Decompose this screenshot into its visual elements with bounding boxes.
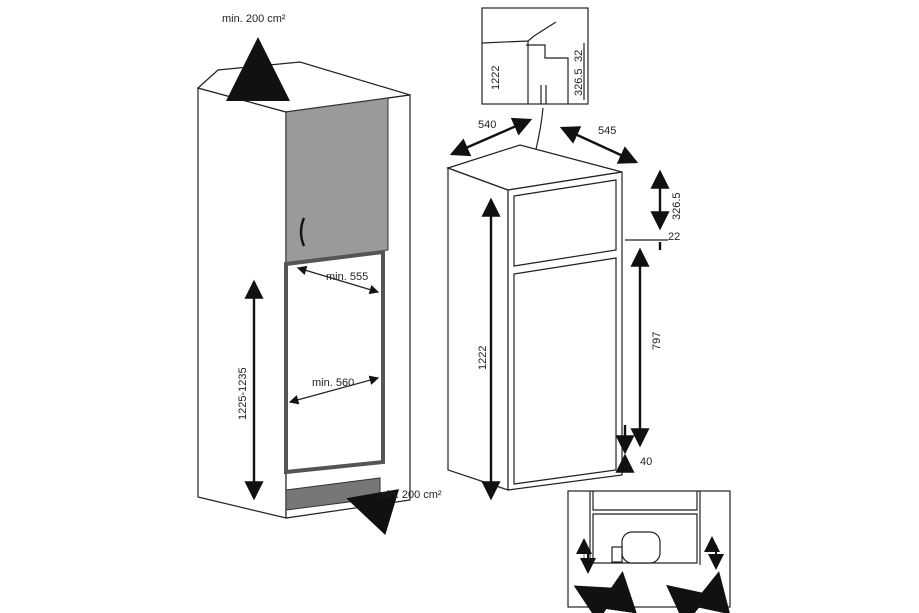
air-in-arrow-icon [346,489,400,536]
ventilation-detail-inset [567,490,731,613]
vent-top-label: min. 200 cm² [222,13,286,25]
dim-bottom-label: 40 [640,456,652,468]
dim-min-560 [288,375,380,405]
dim-width-label: 540 [478,119,496,131]
fridge-side [447,167,509,491]
dim-min-555 [296,265,380,295]
detail-326-label: 326.5 [573,68,585,96]
cabinet-side [197,87,287,519]
refrigerator [446,144,623,491]
dim-gap-middle-label: 22 [668,231,680,243]
dim-depth [559,126,639,164]
airflow-in-icon-right [666,584,710,613]
dim-lower-door-label: 797 [651,332,663,350]
dim-min-560-label: min. 560 [312,377,354,389]
dim-top-gap-label: 326.5 [671,192,683,220]
door-handle [299,217,306,247]
dim-min-555-label: min. 555 [326,271,368,283]
kitchen-cabinet [196,61,411,519]
detail-1222-label: 1222 [490,66,502,90]
cabinet-door [285,97,389,265]
detail-32-label: 32 [573,50,585,62]
dim-width [449,117,533,157]
detail-top-inset: 1222 32 326.5 [481,7,589,105]
airflow-out-icon [597,571,637,613]
appliance-recess [284,249,385,475]
dim-height-label: 1222 [477,346,489,370]
dim-cabinet-height-label: 1225-1235 [237,367,249,420]
freezer-door [513,179,617,267]
compressor-icon [621,531,661,564]
dim-depth-label: 545 [598,125,616,137]
airflow-out-icon-right [691,571,731,613]
vent-bottom-label: min. 200 cm² [378,489,442,501]
fridge-door [513,257,617,485]
